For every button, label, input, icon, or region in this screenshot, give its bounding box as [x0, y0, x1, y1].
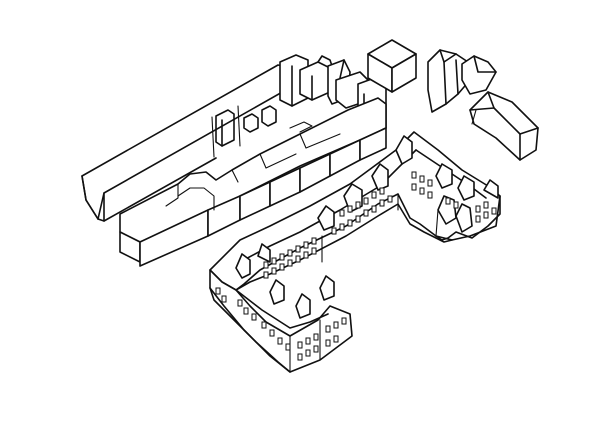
front-u-shaped-block [209, 131, 501, 373]
standalone-cube [367, 39, 417, 93]
right-upper-buildings [427, 49, 539, 161]
facade-windows [215, 171, 497, 361]
middle-long-block [119, 97, 387, 267]
